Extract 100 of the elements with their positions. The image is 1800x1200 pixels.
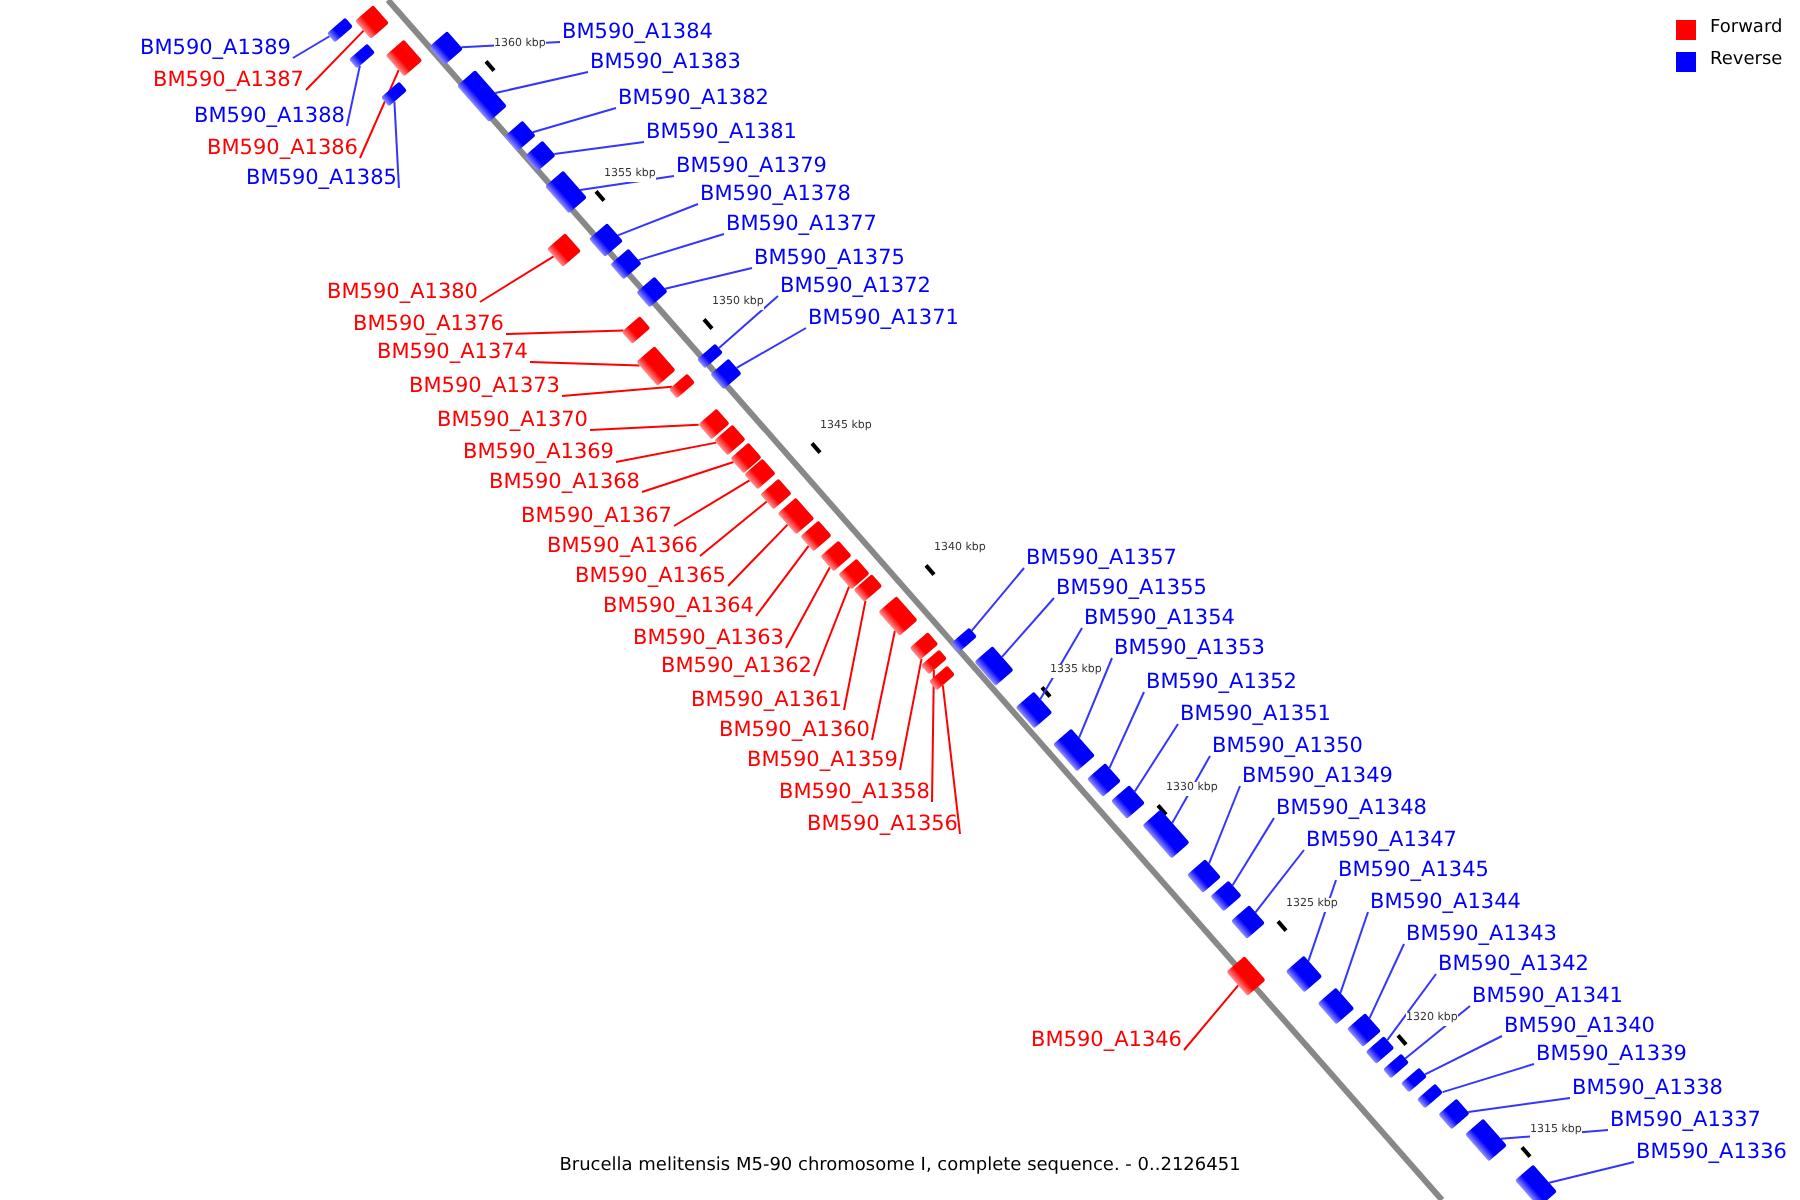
gene-label: BM590_A1342 xyxy=(1438,952,1589,978)
gene-label: BM590_A1346 xyxy=(1031,1028,1182,1054)
leader-line xyxy=(941,684,961,835)
gene-block xyxy=(1438,1098,1470,1130)
gene-label: BM590_A1374 xyxy=(377,340,528,366)
leader-line xyxy=(785,566,831,649)
leader-line xyxy=(393,100,400,189)
gene-label: BM590_A1352 xyxy=(1146,670,1297,696)
gene-block xyxy=(1317,987,1355,1025)
gene-block xyxy=(777,497,815,535)
gene-label: BM590_A1344 xyxy=(1370,890,1521,916)
gene-block xyxy=(800,520,832,552)
gene-label: BM590_A1380 xyxy=(327,280,478,306)
legend-label: Forward xyxy=(1710,16,1783,42)
leader-line xyxy=(1424,1035,1503,1076)
leader-line xyxy=(699,500,768,557)
leader-line xyxy=(673,479,751,527)
gene-label: BM590_A1366 xyxy=(547,534,698,560)
gene-label: BM590_A1348 xyxy=(1276,796,1427,822)
leader-line xyxy=(1307,879,1337,962)
gene-block xyxy=(669,373,695,399)
leader-line xyxy=(615,441,718,463)
gene-block xyxy=(1111,785,1145,819)
gene-label: BM590_A1356 xyxy=(807,812,958,838)
leader-line xyxy=(1183,984,1240,1051)
leader-line xyxy=(871,629,896,741)
leader-line xyxy=(561,385,673,397)
gene-block xyxy=(349,43,375,69)
gene-label: BM590_A1364 xyxy=(603,594,754,620)
gene-block xyxy=(820,540,852,572)
leader-line xyxy=(553,141,645,156)
leader-line xyxy=(1231,817,1275,887)
leader-line xyxy=(735,327,807,369)
leader-line xyxy=(1254,849,1305,914)
gene-label: BM590_A1370 xyxy=(437,408,588,434)
gene-label: BM590_A1381 xyxy=(646,120,797,146)
gene-block xyxy=(610,248,642,280)
leader-line xyxy=(637,233,725,262)
gene-label: BM590_A1341 xyxy=(1472,984,1623,1010)
leader-line xyxy=(664,267,753,290)
caption: Brucella melitensis M5-90 chromosome I, complete sequence. - 0..2126451 xyxy=(559,1154,1241,1178)
gene-block xyxy=(878,596,918,636)
gene-block xyxy=(381,81,407,107)
leader-line xyxy=(843,599,867,711)
gene-label: BM590_A1358 xyxy=(779,780,930,806)
gene-block xyxy=(1401,1067,1427,1093)
gene-block xyxy=(327,17,353,43)
leader-line xyxy=(1078,657,1113,739)
gene-block xyxy=(760,478,792,510)
leader-line xyxy=(479,255,555,303)
gene-label: BM590_A1343 xyxy=(1406,922,1557,948)
leader-line xyxy=(1108,691,1145,769)
leader-line xyxy=(1339,911,1369,994)
gene-label: BM590_A1354 xyxy=(1084,606,1235,632)
gene-block xyxy=(1365,1036,1395,1064)
leader-line xyxy=(505,329,625,335)
gene-label: BM590_A1377 xyxy=(726,212,877,238)
gene-label: BM590_A1361 xyxy=(691,688,842,714)
leader-line xyxy=(727,523,789,587)
gene-label: BM590_A1365 xyxy=(575,564,726,590)
gene-block xyxy=(589,223,623,257)
leader-line xyxy=(1001,597,1055,658)
leader-line xyxy=(813,585,851,677)
gene-label: BM590_A1383 xyxy=(590,50,741,76)
gene-label: BM590_A1362 xyxy=(661,654,812,680)
leader-line xyxy=(1208,785,1241,865)
gene-label: BM590_A1345 xyxy=(1338,858,1489,884)
gene-label: BM590_A1336 xyxy=(1636,1140,1787,1166)
gene-block xyxy=(355,5,389,39)
gene-label: BM590_A1376 xyxy=(353,312,504,338)
gene-label: BM590_A1339 xyxy=(1536,1042,1687,1068)
leader-line xyxy=(1441,1063,1535,1094)
gene-block xyxy=(1087,763,1121,797)
gene-block xyxy=(1231,905,1265,939)
gene-label: BM590_A1373 xyxy=(409,374,560,400)
leader-line xyxy=(1548,1161,1635,1184)
leader-line xyxy=(755,544,810,617)
gene-label: BM590_A1378 xyxy=(700,182,851,208)
gene-label: BM590_A1387 xyxy=(153,68,304,94)
gene-label: BM590_A1351 xyxy=(1180,702,1331,728)
gene-block xyxy=(1347,1013,1381,1047)
leader-line xyxy=(1133,723,1179,793)
gene-block xyxy=(1187,859,1221,893)
gene-label: BM590_A1350 xyxy=(1212,734,1363,760)
gene-label: BM590_A1357 xyxy=(1026,546,1177,572)
gene-block xyxy=(1226,956,1266,996)
gene-block xyxy=(385,39,423,77)
gene-label: BM590_A1340 xyxy=(1504,1014,1655,1040)
leader-line xyxy=(899,657,923,771)
leader-line xyxy=(931,669,935,803)
leader-line xyxy=(531,107,617,134)
gene-block xyxy=(1142,809,1190,859)
leader-line xyxy=(529,361,641,367)
gene-block xyxy=(524,140,556,172)
leader-line xyxy=(345,64,361,127)
leader-line xyxy=(494,71,589,94)
leader-line xyxy=(616,203,699,237)
leader-line xyxy=(970,567,1025,632)
gene-label: BM590_A1369 xyxy=(463,440,614,466)
gene-label: BM590_A1360 xyxy=(719,718,870,744)
